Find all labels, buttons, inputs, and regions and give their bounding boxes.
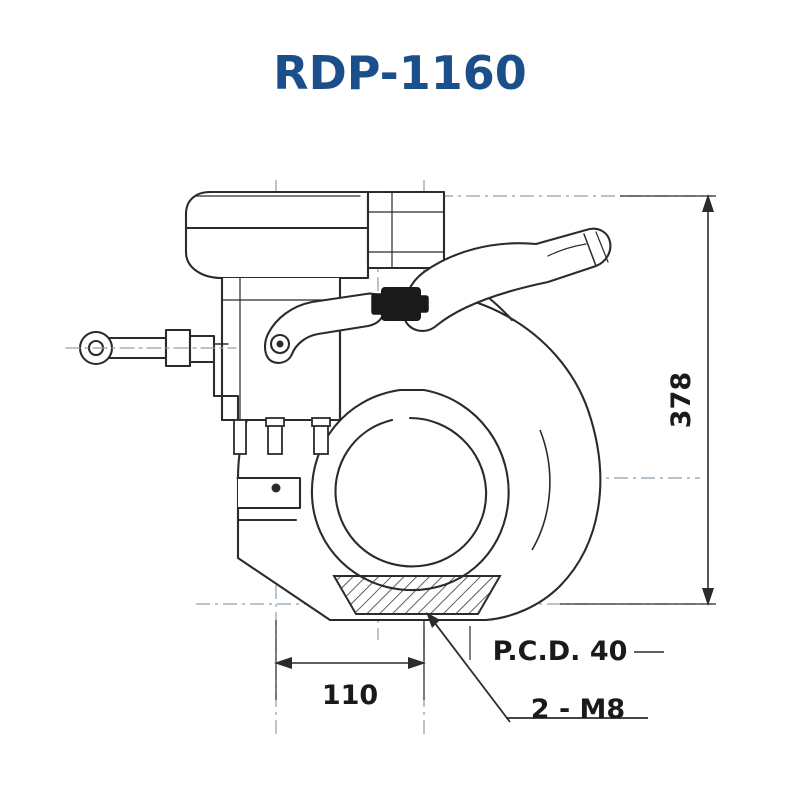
dimension-height-378 xyxy=(560,194,716,606)
dimension-label-pcd: P.C.D. 40 xyxy=(493,636,628,667)
valve-block xyxy=(371,287,429,321)
leader-2-m8 xyxy=(426,612,648,723)
dimension-label-378: 378 xyxy=(666,372,697,428)
dimension-label-110: 110 xyxy=(322,680,378,711)
page-title: RDP-1160 xyxy=(273,46,527,100)
dimension-label-2-m8: 2 - M8 xyxy=(531,694,625,725)
anvil-detail xyxy=(258,429,551,551)
base-section-hatch xyxy=(332,575,502,615)
dimension-pcd-40 xyxy=(423,626,664,660)
locating-pins xyxy=(233,417,331,455)
trigger-lever xyxy=(263,292,386,364)
hose-fitting xyxy=(65,328,237,368)
